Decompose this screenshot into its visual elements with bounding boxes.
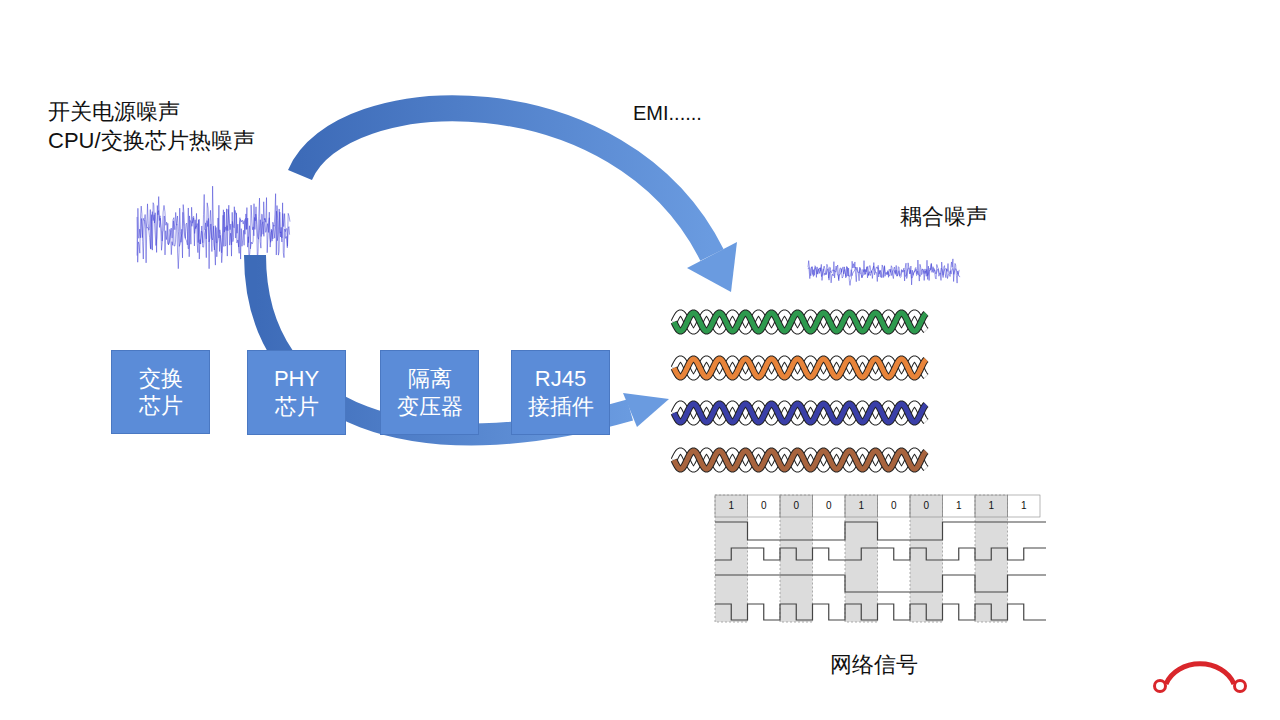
bit-value: 0 — [826, 500, 832, 512]
emi-label: EMI...... — [633, 101, 702, 125]
noise-source-label: 开关电源噪声 — [48, 99, 180, 125]
bit-cell — [878, 495, 911, 517]
logo-arc — [1166, 664, 1234, 684]
colored-wire — [674, 313, 926, 331]
bit-value: 1 — [1021, 500, 1027, 512]
bit-cell — [780, 495, 813, 517]
bit-cell — [943, 495, 976, 517]
bit-cell — [715, 495, 748, 517]
wire-outline — [674, 404, 926, 422]
bit-cell — [813, 495, 846, 517]
bit-value: 0 — [891, 500, 897, 512]
process-box: PHY 芯片 — [247, 350, 346, 435]
emi-arrow-head — [687, 242, 737, 292]
wire-outline — [674, 451, 926, 469]
coupling-arrow — [255, 255, 630, 434]
white-wire — [674, 404, 926, 422]
process-box: RJ45 接插件 — [511, 350, 610, 435]
noise-wave — [137, 186, 290, 269]
signal-trace — [715, 548, 1046, 560]
box-label: PHY 芯片 — [262, 365, 332, 420]
emi-arrow — [300, 108, 712, 255]
wire-outline — [674, 451, 926, 469]
wire-outline — [674, 359, 926, 377]
box-label: RJ45 接插件 — [526, 365, 596, 420]
white-wire — [674, 313, 926, 331]
bit-cell — [910, 495, 943, 517]
box-label: 隔离 变压器 — [395, 365, 465, 420]
bit-value: 0 — [793, 500, 799, 512]
bit-cell — [975, 495, 1008, 517]
bit-value: 0 — [923, 500, 929, 512]
signal-trace — [715, 604, 1046, 620]
bit-value: 0 — [761, 500, 767, 512]
bit-cell — [845, 495, 878, 517]
colored-wire — [674, 404, 926, 422]
wire-outline — [674, 404, 926, 422]
logo-b — [1235, 681, 1246, 692]
caption-label: 网络信号 — [830, 652, 918, 678]
colored-wire — [674, 451, 926, 469]
wire-outline — [674, 313, 926, 331]
white-wire — [674, 359, 926, 377]
white-wire — [674, 451, 926, 469]
bit-value: 1 — [956, 500, 962, 512]
bit-cell — [748, 495, 781, 517]
bit-value: 1 — [988, 500, 994, 512]
bit-cell — [1008, 495, 1041, 517]
wire-outline — [674, 313, 926, 331]
signal-trace — [715, 522, 1046, 540]
coupled-noise-wave — [808, 263, 959, 279]
process-box: 隔离 变压器 — [380, 350, 479, 435]
process-box: 交换 芯片 — [111, 350, 210, 434]
bit-value: 1 — [858, 500, 864, 512]
wire-outline — [674, 359, 926, 377]
box-label: 交换 芯片 — [126, 365, 196, 420]
coupling-arrow-head — [623, 393, 669, 427]
logo-d — [1155, 681, 1166, 692]
bit-value: 1 — [728, 500, 734, 512]
noise-source-label: CPU/交换芯片热噪声 — [48, 128, 255, 154]
noise-wave — [137, 203, 290, 258]
colored-wire — [674, 359, 926, 377]
signal-trace — [715, 575, 1046, 592]
noise-label: 耦合噪声 — [900, 204, 988, 230]
coupled-noise-wave — [808, 259, 960, 286]
